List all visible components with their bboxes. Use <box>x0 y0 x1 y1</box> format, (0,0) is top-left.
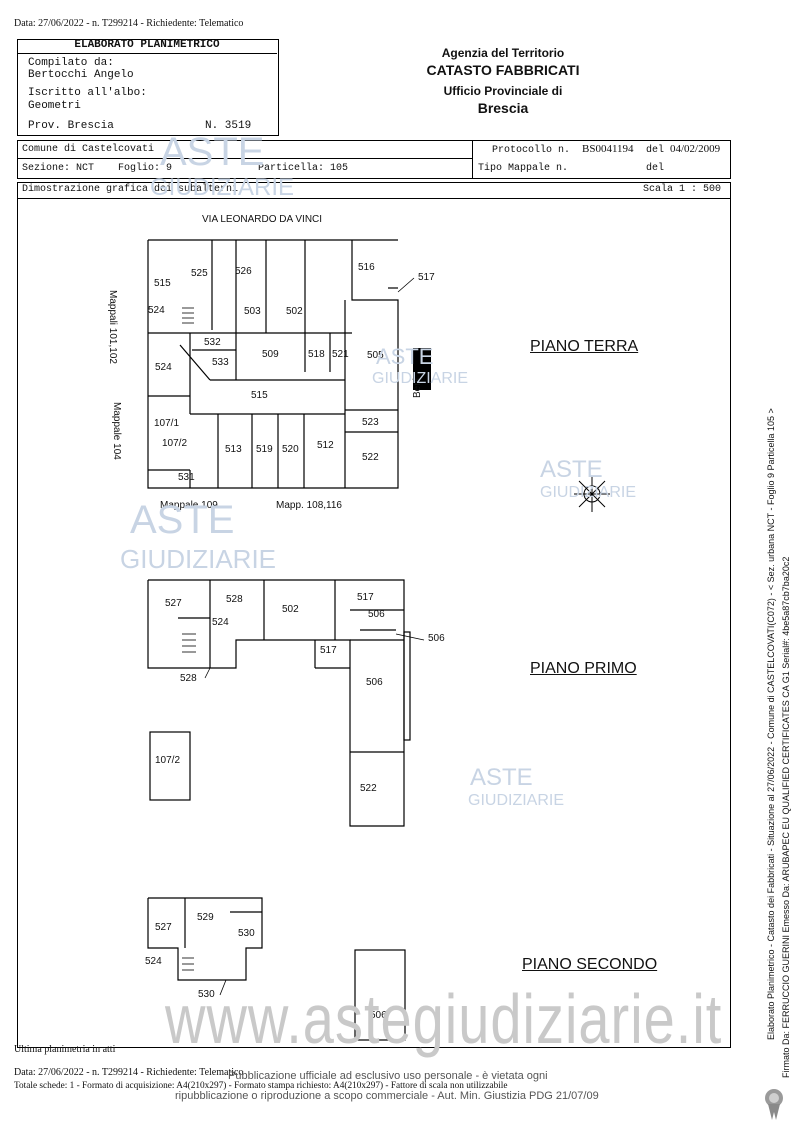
watermark-brand-sub: GIUDIZIARIE <box>540 484 637 501</box>
watermark-brand-sub: GIUDIZIARIE <box>468 792 565 809</box>
unit-label: 528 <box>226 594 243 605</box>
agency-ufficio: Ufficio Provinciale di <box>443 84 563 98</box>
iscritto-value: Geometri <box>28 100 81 112</box>
drawing-frame <box>17 197 731 1048</box>
watermark-brand-sub: GIUDIZIARIE <box>150 174 295 201</box>
unit-label: 526 <box>235 266 252 277</box>
header-box <box>17 39 279 136</box>
protocollo-label: Protocollo n. <box>492 145 571 156</box>
unit-label: 527 <box>155 922 172 933</box>
watermark-brand: ASTE <box>470 764 533 791</box>
unit-label: 525 <box>191 268 208 279</box>
unit-label: 518 <box>308 349 325 360</box>
mappale-109-label: Mappale 109 <box>160 500 218 511</box>
unit-label: 521 <box>332 349 349 360</box>
tipo-mappale: Tipo Mappale n. <box>478 163 569 174</box>
unit-label: 524 <box>212 617 229 628</box>
unit-label: 502 <box>286 306 303 317</box>
watermark-brand-sub: GIUDIZIARIE <box>372 370 469 387</box>
piano-secondo-label: PIANO SECONDO <box>522 956 658 973</box>
provincia: Prov. Brescia <box>28 120 114 132</box>
ultima-planimetria: Ultima planimetria in atti <box>14 1044 116 1055</box>
unit-label: 524 <box>155 362 172 373</box>
unit-label: 532 <box>204 337 221 348</box>
unit-label: 530 <box>238 928 255 939</box>
unit-label: 505 <box>367 350 384 361</box>
agency-name: Agenzia del Territorio <box>441 46 565 60</box>
demo-label: Dimostrazione grafica dei subalterni <box>22 184 239 195</box>
footer-data-line: Data: 27/06/2022 - n. T299214 - Richiede… <box>14 1067 244 1078</box>
street-name: VIA LEONARDO DA VINCI <box>202 214 323 225</box>
document-title: ELABORATO PLANIMETRICO <box>17 39 277 54</box>
sezione: Sezione: NCT <box>22 163 95 174</box>
protocollo-date: 04/02/2009 <box>670 143 721 155</box>
unit-label: 529 <box>197 912 214 923</box>
unit-label: 506 <box>370 1010 387 1021</box>
iscritto-label: Iscritto all'albo: <box>28 87 147 99</box>
info-box <box>17 140 731 179</box>
piano-primo-label: PIANO PRIMO <box>530 660 637 677</box>
unit-label: 515 <box>251 390 268 401</box>
unit-label: 517 <box>418 272 435 283</box>
unit-label: 523 <box>362 417 379 428</box>
compilato-name: Bertocchi Angelo <box>28 69 134 81</box>
unit-label: 506 <box>368 609 385 620</box>
unit-label: 520 <box>282 444 299 455</box>
demo-box <box>17 182 731 199</box>
watermark-brand-sub: GIUDIZIARIE <box>120 544 277 574</box>
unit-label: 527 <box>165 598 182 609</box>
unit-label: 107/2 <box>162 438 188 449</box>
unit-label: 517 <box>357 592 374 603</box>
footer-notice-1: Pubblicazione ufficiale ad esclusivo uso… <box>228 1070 548 1082</box>
piano-terra-label: PIANO TERRA <box>530 338 639 355</box>
unit-label: 509 <box>262 349 279 360</box>
unit-label: 515 <box>154 278 171 289</box>
watermark-brand: ASTE <box>160 130 265 174</box>
footer-notice-2: ripubblicazione o riproduzione a scopo c… <box>175 1090 599 1102</box>
side-text-cadastral: Elaborato Planimetrico - Catasto dei Fab… <box>766 408 776 1040</box>
unit-label: 531 <box>178 472 195 483</box>
unit-label: 530 <box>198 989 215 1000</box>
mappale-104-label: Mappale 104 <box>111 402 122 460</box>
foglio: Foglio: 9 <box>118 163 173 174</box>
watermark-url: www.astegiudiziarie.it <box>165 979 723 1058</box>
unit-label: 107/1 <box>154 418 180 429</box>
unit-label: 506 <box>366 677 383 688</box>
del2-label: del <box>646 163 665 174</box>
footer-totale-line: Totale schede: 1 - Formato di acquisizio… <box>14 1081 508 1091</box>
unit-label: 533 <box>212 357 229 368</box>
unit-label: 522 <box>360 783 377 794</box>
agency-catasto: CATASTO FABBRICATI <box>426 62 580 78</box>
unit-label: 107/2 <box>155 755 181 766</box>
unit-label: 502 <box>282 604 299 615</box>
unit-label: 513 <box>225 444 242 455</box>
watermark-brand: ASTE <box>540 456 603 483</box>
unit-label: 524 <box>148 305 165 316</box>
protocollo-value: BS0041194 <box>582 143 634 155</box>
albo-number: N. 3519 <box>205 120 252 132</box>
unit-label: 528 <box>180 673 197 684</box>
watermark-brand: ASTE <box>130 498 235 542</box>
side-text-signature: Firmato Da: FERRUCCIO GUERINI Emesso Da:… <box>781 556 791 1078</box>
unit-label: 524 <box>145 956 162 967</box>
agency-city: Brescia <box>477 100 529 116</box>
mappali-left-label: Mappali 101,102 <box>107 290 118 364</box>
compilato-label: Compilato da: <box>28 57 114 69</box>
watermark-brand: ASTE <box>376 344 434 369</box>
mappale-108-label: Mapp. 108,116 <box>276 500 342 511</box>
unit-label: 506 <box>428 633 445 644</box>
seal-icon <box>765 1089 783 1120</box>
unit-label: 503 <box>244 306 261 317</box>
top-info-line: Data: 27/06/2022 - n. T299214 - Richiede… <box>14 18 244 29</box>
unit-label: 516 <box>358 262 375 273</box>
unit-label: 517 <box>320 645 337 656</box>
unit-label: 519 <box>256 444 273 455</box>
comune: Comune di Castelcovati <box>22 144 155 155</box>
del-label: del <box>646 145 665 156</box>
unit-label: 512 <box>317 440 334 451</box>
scale-label: Scala 1 : 500 <box>643 184 722 195</box>
unit-label: 522 <box>362 452 379 463</box>
particella: Particella: 105 <box>258 163 349 174</box>
